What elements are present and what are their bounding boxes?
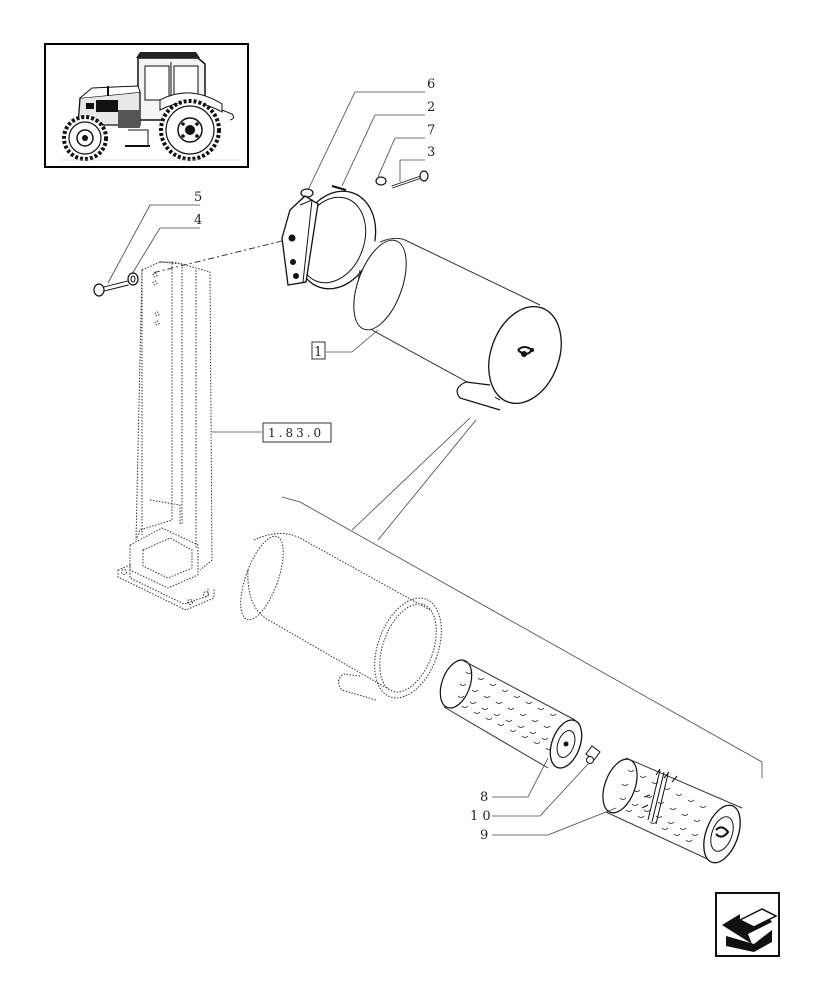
callout-9: 9 bbox=[480, 828, 488, 843]
top-callouts bbox=[107, 91, 425, 284]
air-cleaner-housing bbox=[353, 237, 562, 411]
callout-7: 7 bbox=[427, 123, 435, 138]
filter-element-8 bbox=[439, 659, 583, 769]
callout-10: 1 0 bbox=[470, 809, 491, 824]
bottom-callouts bbox=[492, 757, 617, 836]
detail-zoom-lines bbox=[281, 417, 763, 778]
callout-2: 2 bbox=[427, 100, 435, 115]
clamp-hardware bbox=[300, 170, 429, 198]
callout-1: 1 bbox=[314, 345, 322, 360]
back-arrow-icon bbox=[722, 908, 778, 952]
mounting-clamp bbox=[151, 185, 377, 290]
callout-4: 4 bbox=[194, 213, 202, 228]
callout-1-group: 1 bbox=[311, 329, 379, 360]
callout-6: 6 bbox=[427, 77, 435, 92]
tractor-thumbnail[interactable] bbox=[44, 43, 249, 168]
callout-3: 3 bbox=[427, 145, 435, 160]
wing-nut-10 bbox=[585, 745, 601, 764]
support-bracket bbox=[117, 261, 262, 611]
callout-8: 8 bbox=[480, 790, 488, 805]
exploded-housing-shell bbox=[240, 533, 442, 701]
back-button[interactable] bbox=[715, 892, 780, 957]
callout-5: 5 bbox=[194, 190, 202, 205]
filter-element-9 bbox=[602, 757, 743, 864]
reference-link-1-83-0[interactable]: 1.83.0 bbox=[262, 422, 332, 443]
bracket-bolt bbox=[93, 272, 139, 297]
reference-label: 1.83.0 bbox=[268, 426, 324, 440]
